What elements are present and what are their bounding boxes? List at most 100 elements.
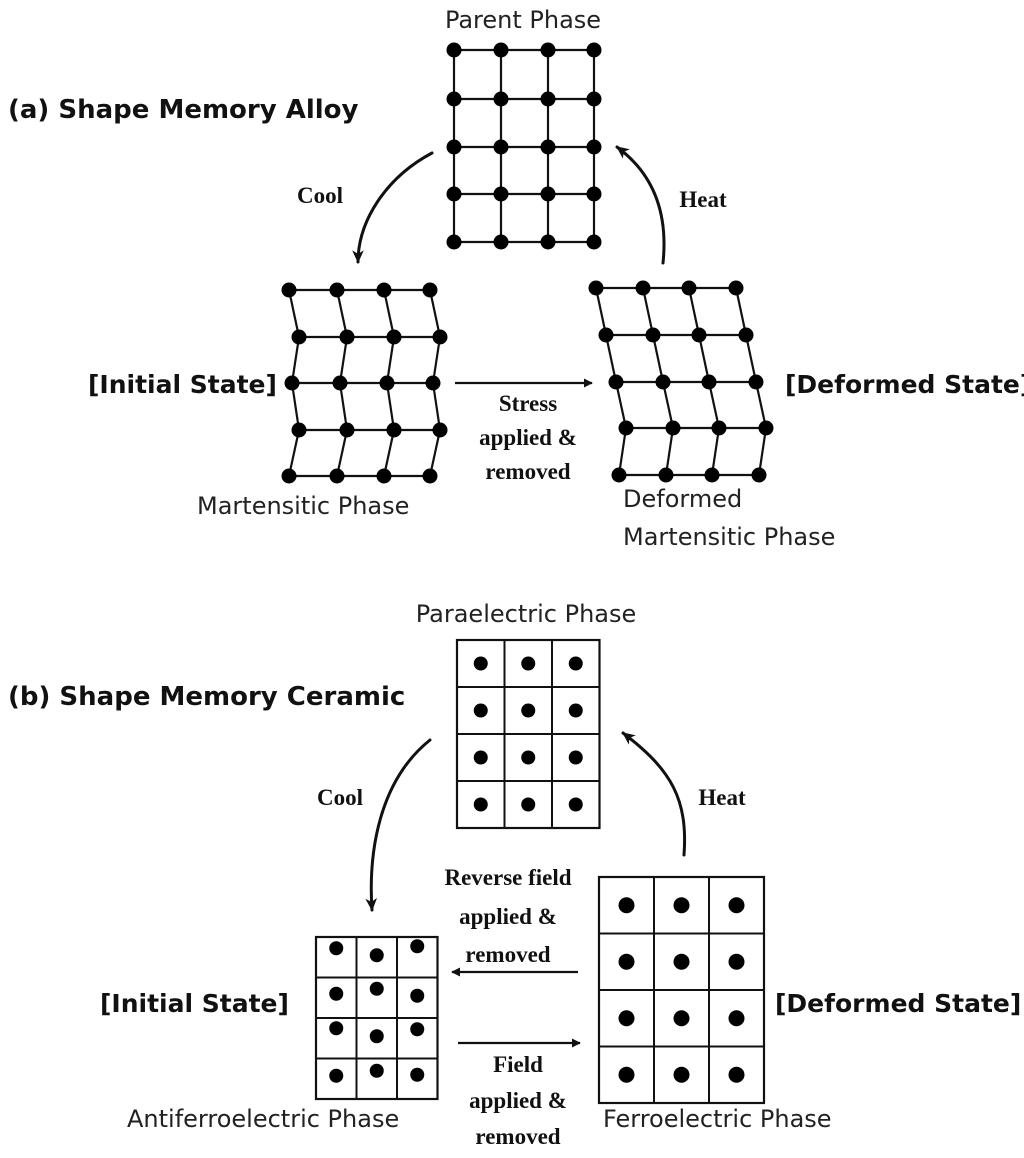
field-label-line2: applied & [469,1088,567,1113]
atom-dot [728,280,744,296]
atom-dot [681,280,697,296]
atom-dot [332,375,348,391]
atom-dot [473,750,488,765]
deformed-phase-label-line2: Martensitic Phase [623,523,835,551]
atom-dot [425,375,441,391]
atom-dot [410,939,425,954]
atom-dot [386,329,402,345]
heat-arrow-a [615,145,666,265]
atom-dot [329,986,344,1001]
antiferroelectric-phase-label: Antiferroelectric Phase [127,1105,399,1133]
atom-dot [422,282,438,298]
lattice-bond [707,381,721,429]
atom-dot [618,420,634,436]
atom-dot [691,327,707,343]
deformed-martensitic-lattice [588,280,774,483]
atom-dot [291,422,307,438]
atom-dot [665,420,681,436]
atom-dot [493,91,509,107]
atom-dot [673,1066,690,1083]
atom-dot [432,422,448,438]
parent-phase-label: Parent Phase [445,6,601,34]
martensitic-phase-lattice [281,282,448,484]
atom-dot [379,375,395,391]
atom-dot [568,703,583,718]
atom-dot [540,91,556,107]
atom-dot [493,139,509,155]
lattice-bond [757,427,768,476]
lattice-bond [431,382,442,431]
initial-state-label-a: [Initial State] [88,370,277,399]
lattice-bond [287,289,301,338]
atom-dot [329,941,344,956]
atom-dot [568,656,583,671]
paraelectric-phase-label: Paraelectric Phase [416,600,637,628]
atom-dot [645,327,661,343]
lattice-bond [641,287,655,336]
antiferroelectric-grid [314,935,439,1101]
atom-dot [618,1066,635,1083]
atom-dot [738,327,754,343]
atom-dot [540,42,556,58]
atom-dot [410,1067,425,1082]
lattice-bond [338,336,349,384]
atom-dot [284,375,300,391]
atom-dot [410,1022,425,1037]
lattice-bond [385,382,396,431]
atom-dot [329,1068,344,1083]
lattice-bond [385,336,396,384]
atom-dot [540,186,556,202]
atom-dot [598,327,614,343]
lattice-bond [431,336,442,384]
atom-dot [446,234,462,250]
atom-dot [586,186,602,202]
atom-dot [588,280,604,296]
atom-dot [281,468,297,484]
atom-dot [446,139,462,155]
atom-dot [608,374,624,390]
atom-dot [369,948,384,963]
atom-dot [386,422,402,438]
cool-arrow-a [352,151,434,264]
lattice-bond [614,381,628,429]
atom-dot [369,1063,384,1078]
atom-dot [339,329,355,345]
lattice-bond [335,289,349,338]
reverse-field-label-line3: removed [465,942,550,967]
lattice-bond [710,427,721,476]
atom-dot [540,234,556,250]
stress-label-line3: removed [485,459,570,484]
atom-dot [329,468,345,484]
atom-dot [521,703,536,718]
atom-dot [758,420,774,436]
heat-label-a: Heat [679,187,727,212]
atom-dot [493,234,509,250]
section-b: Paraelectric Phase (b) Shape Memory Cera… [8,600,1021,1149]
atom-dot [586,42,602,58]
lattice-bond [338,382,349,431]
reverse-field-label-line2: applied & [459,904,557,929]
atom-dot [376,468,392,484]
lattice-bond [651,334,665,383]
atom-dot [673,953,690,970]
section-b-heading: (b) Shape Memory Ceramic [8,682,405,712]
atom-dot [281,282,297,298]
martensitic-phase-label: Martensitic Phase [197,492,409,520]
atom-dot [446,91,462,107]
stress-label-line1: Stress [499,391,557,416]
cool-label-b: Cool [317,785,363,810]
atom-dot [432,329,448,345]
atom-dot [611,467,627,483]
atom-dot [658,467,674,483]
lattice-bond [697,334,711,383]
lattice-bond [335,429,349,477]
atom-dot [748,374,764,390]
atom-dot [473,797,488,812]
section-a: (a) Shape Memory Alloy Parent Phase Cool… [8,6,1024,551]
atom-dot [422,468,438,484]
atom-dot [376,282,392,298]
atom-dot [728,1010,745,1027]
atom-dot [568,750,583,765]
cool-label-a: Cool [297,183,343,208]
atom-dot [339,422,355,438]
